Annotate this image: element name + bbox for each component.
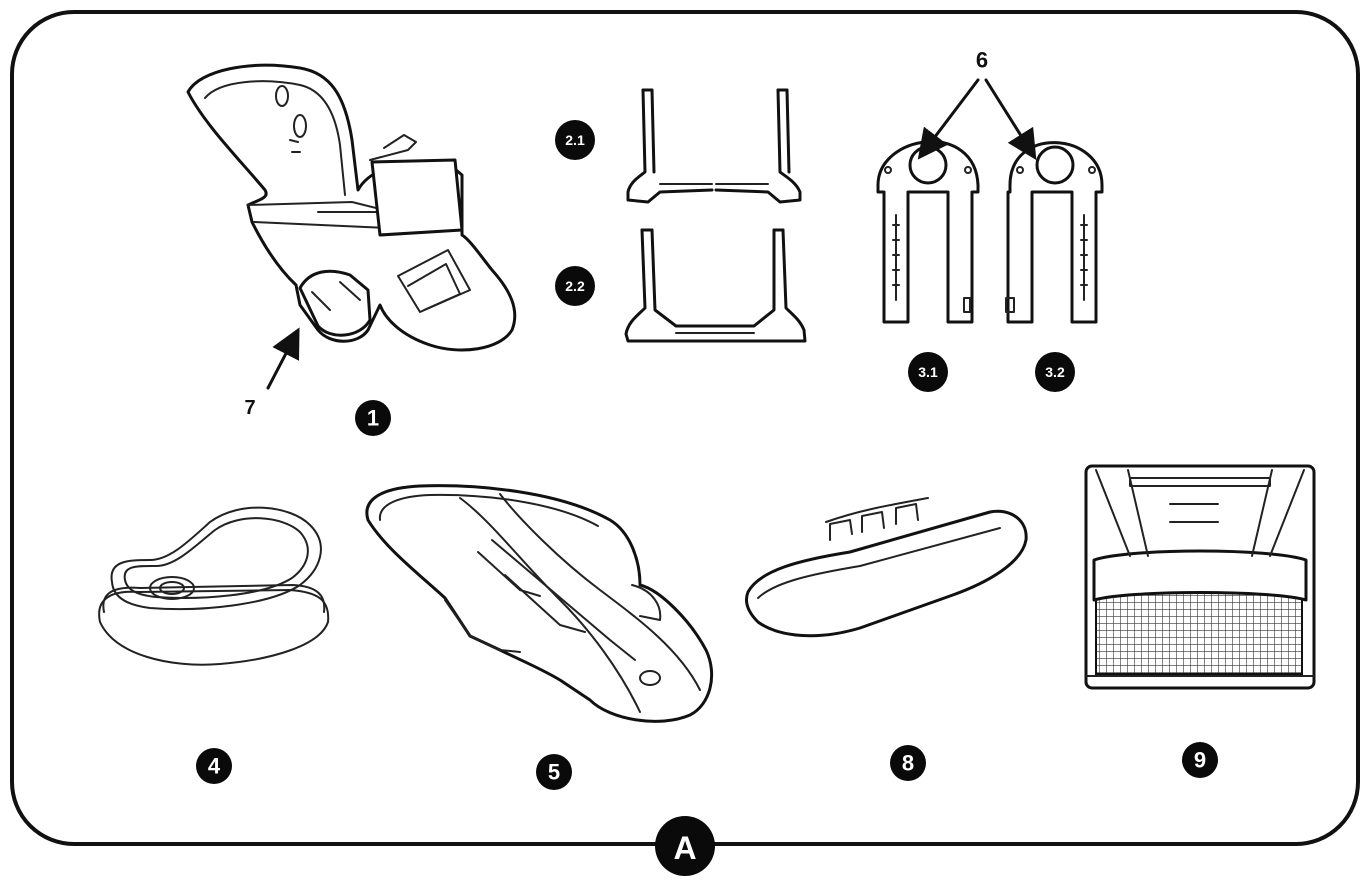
- footrest-illustration: [744, 497, 1028, 638]
- figure-label-badge: A: [655, 816, 715, 876]
- tray-illustration: [98, 506, 330, 666]
- right-arm-badge-label: 3.2: [1045, 364, 1065, 380]
- basket-badge-label: 9: [1194, 748, 1206, 773]
- cushion-badge-label: 5: [548, 760, 560, 785]
- front-legs-badge-label: 2.1: [565, 132, 585, 148]
- diagram-frame: [10, 10, 1360, 846]
- knob-arrow-right: [984, 78, 1037, 161]
- knobs-callout: 6: [976, 48, 988, 73]
- rear-legs-illustration: [624, 228, 807, 343]
- release-callout: 7: [244, 397, 255, 419]
- front-legs-badge: 2.1: [555, 120, 595, 160]
- right-arm-badge: 3.2: [1035, 352, 1075, 392]
- seat-badge-label: 1: [367, 406, 379, 431]
- rear-legs-badge: 2.2: [555, 266, 595, 306]
- seat-badge: 1: [355, 400, 391, 436]
- figure-label: A: [673, 830, 696, 866]
- cushion-badge: 5: [536, 754, 572, 790]
- left-arm-illustration: [876, 140, 980, 324]
- tray-badge-label: 4: [208, 754, 221, 779]
- tray-badge: 4: [196, 748, 232, 784]
- footrest-badge-label: 8: [902, 751, 914, 776]
- release-arrow: [266, 327, 300, 390]
- cushion-illustration: [365, 484, 714, 723]
- rear-legs-badge-label: 2.2: [565, 278, 585, 294]
- seat-illustration: [186, 63, 517, 352]
- left-arm-badge: 3.1: [908, 352, 948, 392]
- knob-arrow-left: [917, 78, 980, 160]
- basket-badge: 9: [1182, 742, 1218, 778]
- left-arm-badge-label: 3.1: [918, 364, 938, 380]
- right-arm-illustration: [1005, 141, 1104, 324]
- front-legs-illustration: [626, 88, 802, 204]
- basket-illustration: [1084, 464, 1316, 690]
- footrest-badge: 8: [890, 745, 926, 781]
